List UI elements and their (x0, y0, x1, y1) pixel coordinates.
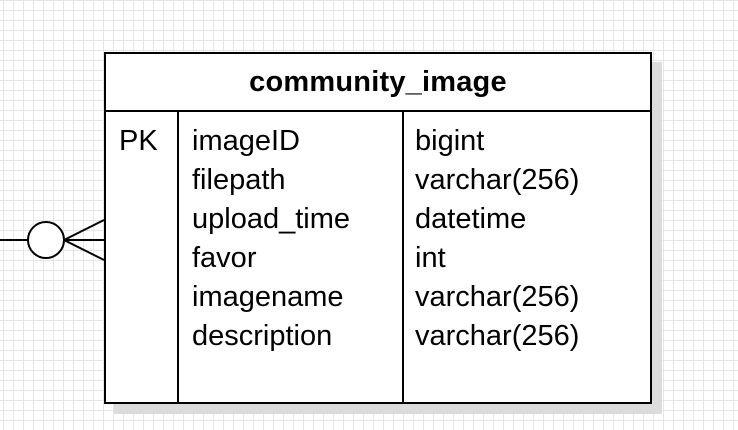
name-column: imageID filepath upload_time favor image… (179, 112, 404, 402)
row-field-type: int (415, 242, 446, 274)
entity-table-community-image[interactable]: community_image PK imageID filepath uplo… (104, 52, 652, 404)
row-field-type: varchar(256) (415, 164, 580, 196)
row-field-name: imagename (192, 281, 344, 313)
entity-title: community_image (249, 65, 507, 98)
crows-foot-zero-many-icon (27, 219, 105, 261)
row-field-type: datetime (415, 203, 527, 235)
type-column: bigint varchar(256) datetime int varchar… (404, 112, 650, 402)
row-field-type: varchar(256) (415, 320, 580, 352)
row-field-type: bigint (415, 125, 485, 157)
key-column: PK (106, 112, 179, 402)
row-field-name: imageID (192, 125, 300, 157)
row-field-name: filepath (192, 164, 286, 196)
row-field-name: favor (192, 242, 257, 274)
row-field-type: varchar(256) (415, 281, 580, 313)
row-field-name: upload_time (192, 203, 350, 235)
entity-header: community_image (106, 54, 650, 112)
row-key: PK (119, 125, 158, 157)
row-field-name: description (192, 320, 333, 352)
